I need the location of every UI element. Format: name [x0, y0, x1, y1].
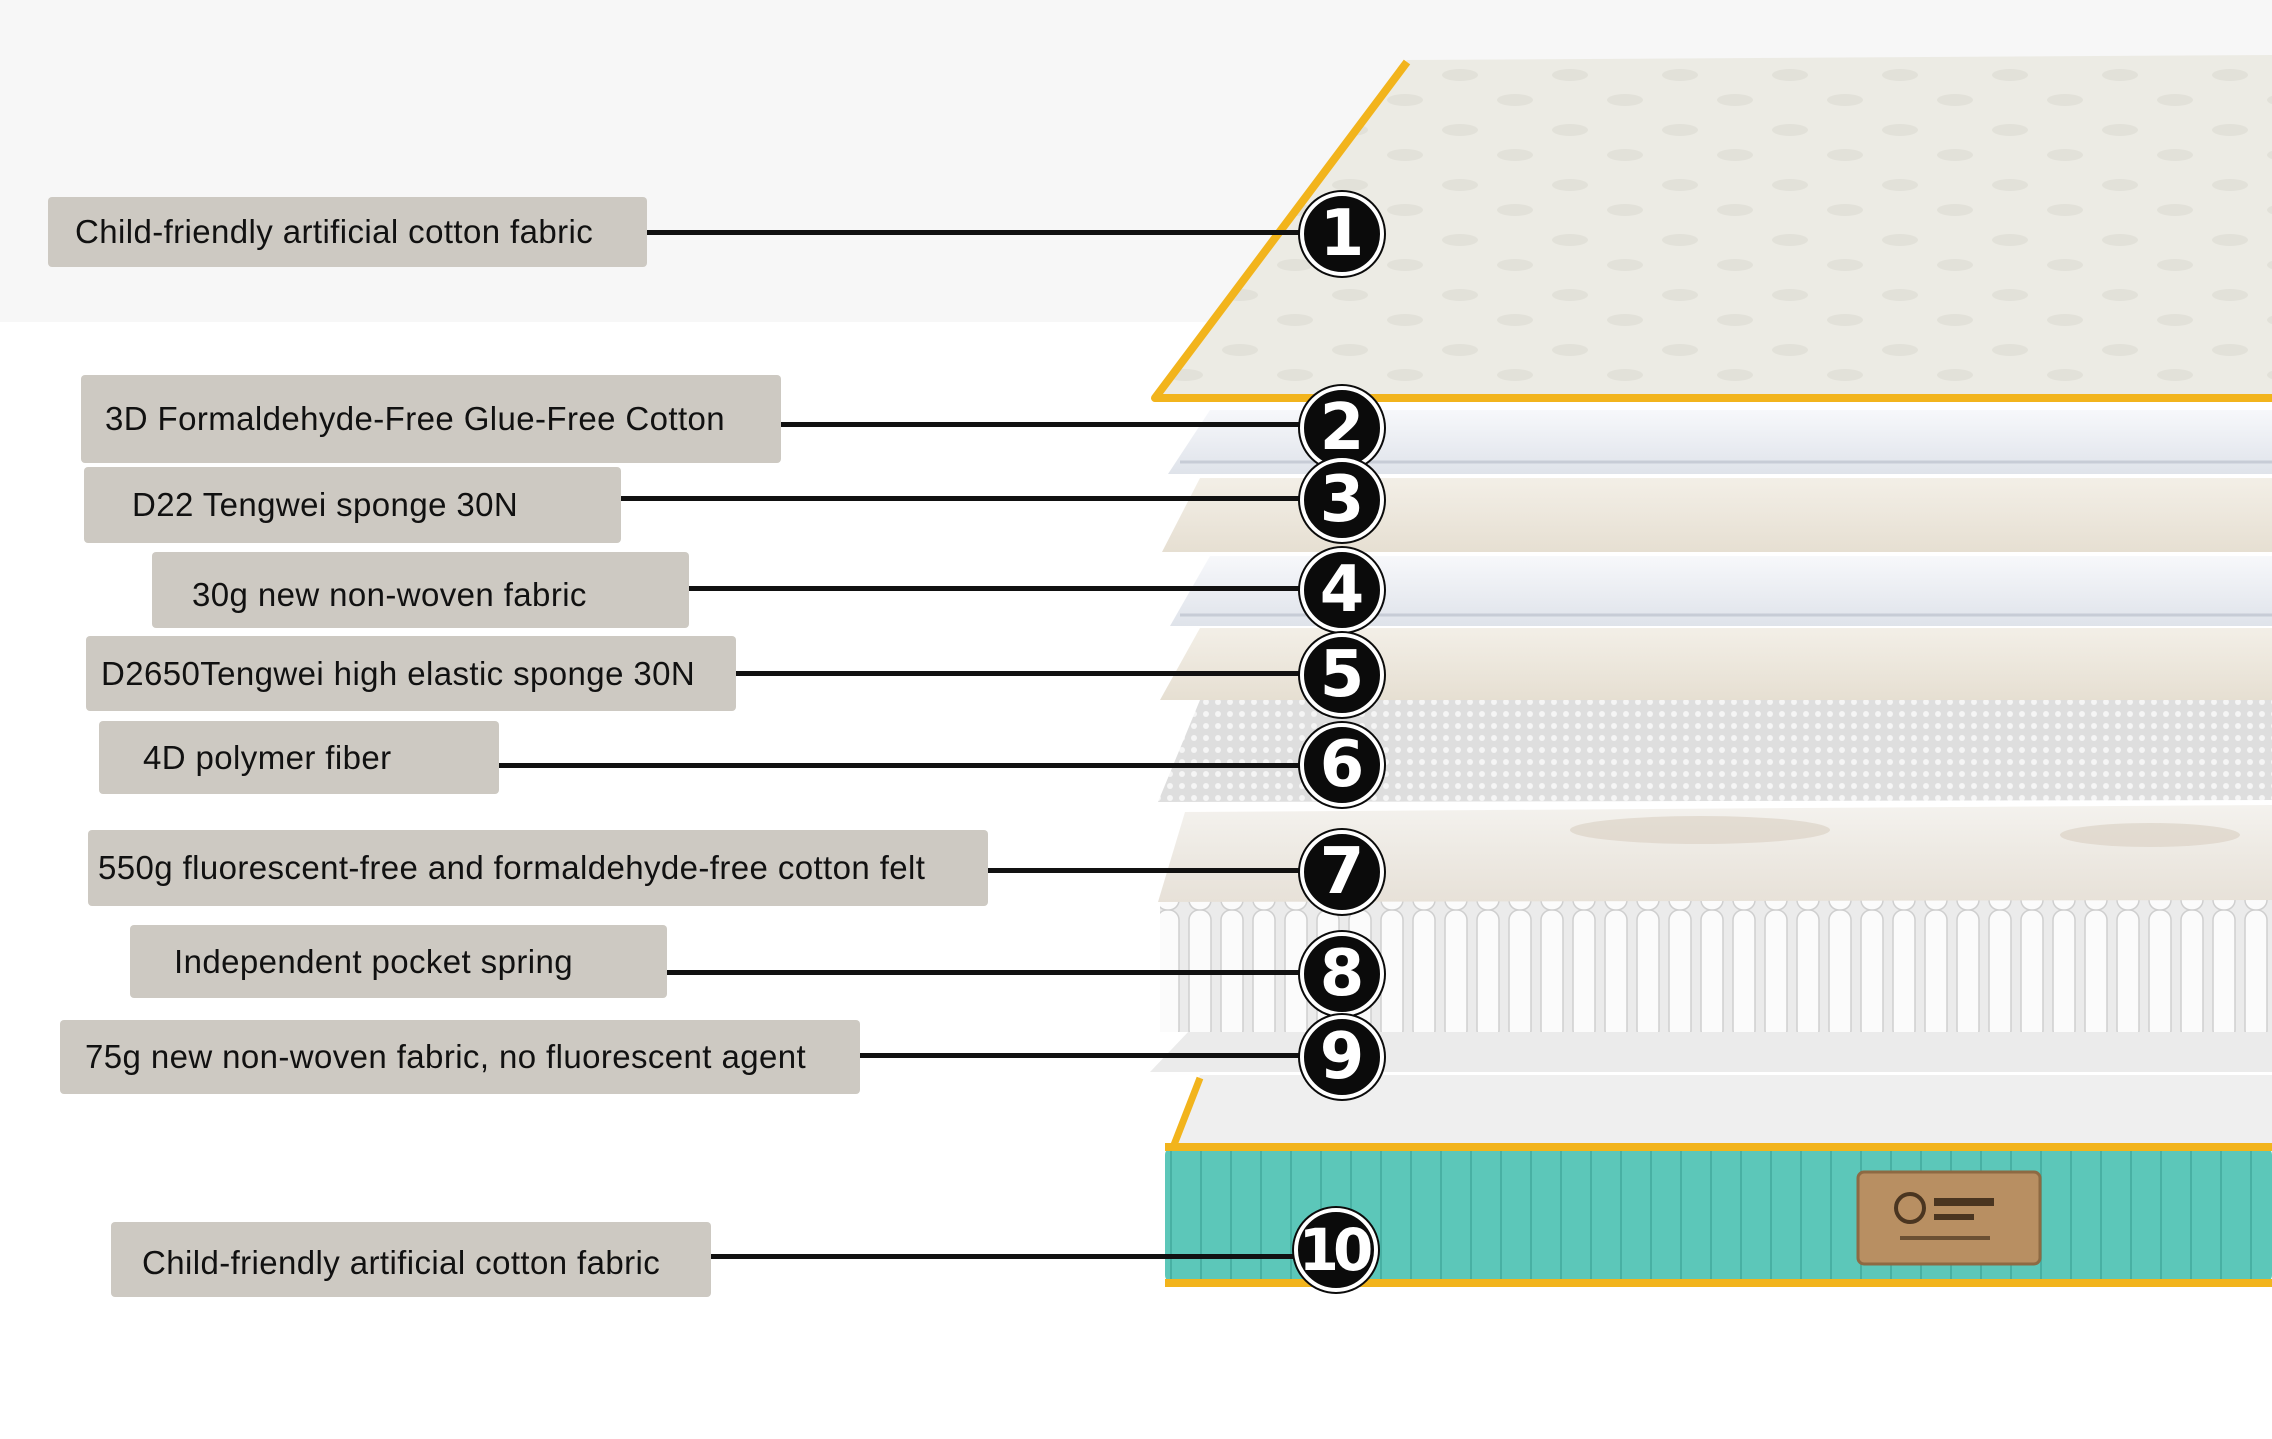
layer-1-label: Child-friendly artificial cotton fabric — [48, 197, 647, 267]
badge-1: 1 — [1300, 192, 1384, 276]
layer-7-label: 550g fluorescent-free and formaldehyde-f… — [88, 830, 988, 906]
badge-8: 8 — [1300, 932, 1384, 1016]
layer-4-label: 30g new non-woven fabric — [152, 552, 689, 628]
layer-3-shape — [1162, 478, 2272, 552]
layer-9-label: 75g new non-woven fabric, no fluorescent… — [60, 1020, 860, 1094]
layer-2-shape — [1168, 410, 2272, 474]
layer-10-label: Child-friendly artificial cotton fabric — [111, 1222, 711, 1297]
badge-9: 9 — [1300, 1015, 1384, 1099]
badge-7: 7 — [1300, 830, 1384, 914]
layer-1-top — [1151, 55, 2272, 402]
layer-3-label: D22 Tengwei sponge 30N — [84, 467, 621, 543]
layer-9-shape — [1150, 1030, 2272, 1072]
leader-line-1 — [646, 230, 1340, 235]
layer-5-shape — [1160, 628, 2272, 700]
layer-6-shape — [1158, 700, 2272, 802]
leader-line-5 — [735, 671, 1340, 676]
badge-4: 4 — [1300, 548, 1384, 632]
badge-3: 3 — [1300, 458, 1384, 542]
layer-7-shape — [1158, 805, 2272, 902]
badge-2: 2 — [1300, 386, 1384, 470]
badge-10: 10 — [1294, 1208, 1378, 1292]
layer-5-label: D2650Tengwei high elastic sponge 30N — [86, 636, 736, 711]
layer-6-label: 4D polymer fiber — [99, 721, 499, 794]
leader-line-7 — [987, 868, 1340, 873]
leader-line-8 — [666, 970, 1340, 975]
badge-6: 6 — [1300, 723, 1384, 807]
layer-8-label: Independent pocket spring — [130, 925, 667, 998]
leader-line-6 — [498, 763, 1340, 768]
layer-4-shape — [1170, 556, 2272, 626]
leader-line-10 — [710, 1254, 1340, 1259]
leader-line-9 — [859, 1053, 1340, 1058]
leader-line-2 — [780, 422, 1340, 427]
leader-line-4 — [688, 586, 1340, 591]
brand-logo-icon — [1856, 1170, 2042, 1266]
layer-10-base — [1165, 1075, 2272, 1287]
badge-5: 5 — [1300, 633, 1384, 717]
leader-line-3 — [620, 496, 1340, 501]
layer-2-label: 3D Formaldehyde-Free Glue-Free Cotton — [81, 375, 781, 463]
